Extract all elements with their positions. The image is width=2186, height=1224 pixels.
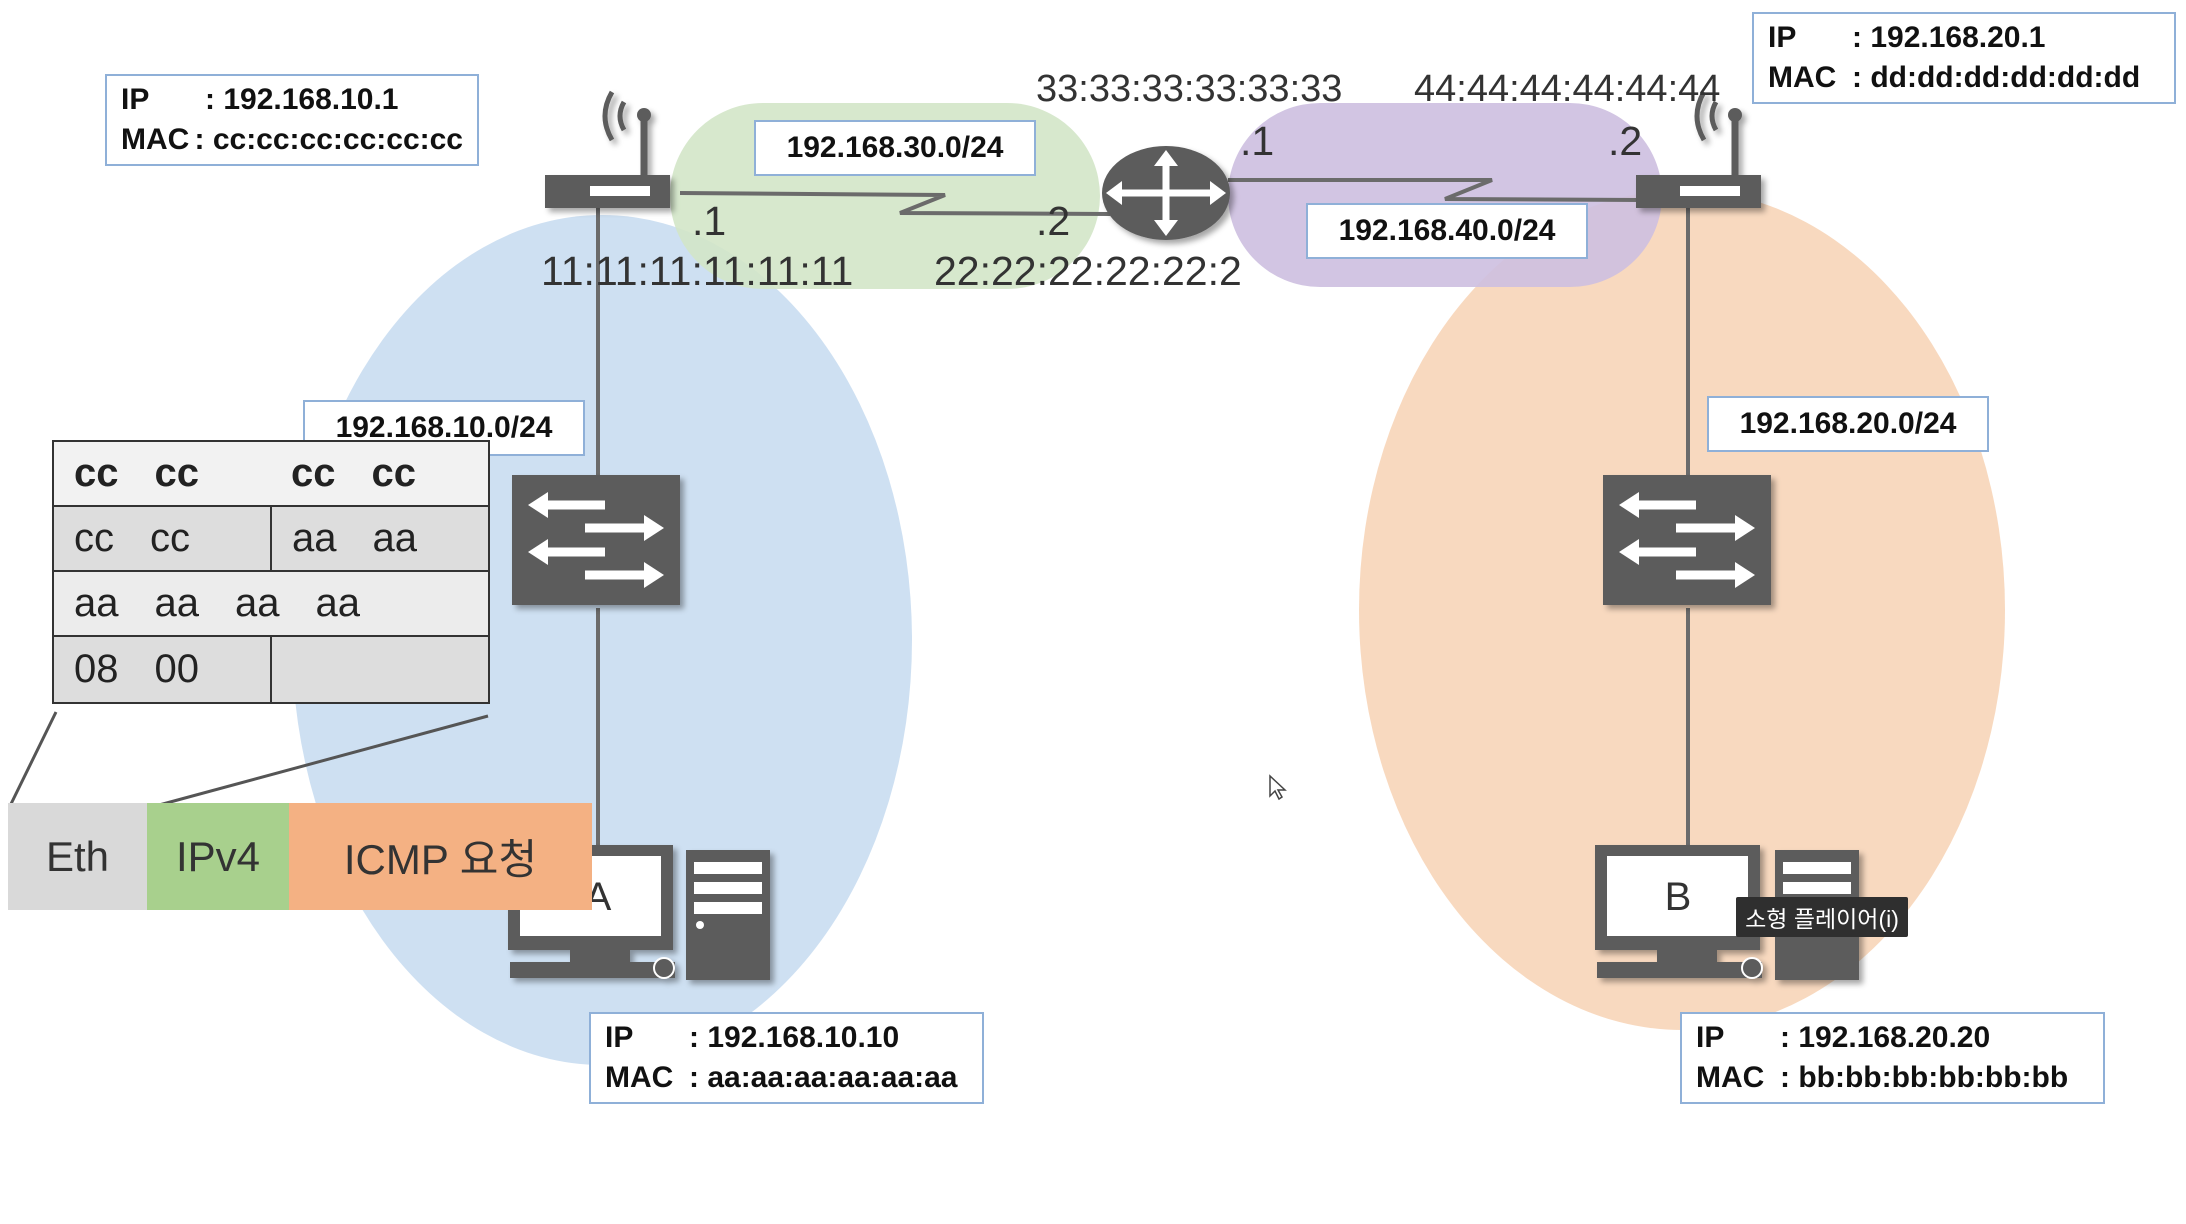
router-left-ip: : 192.168.10.1 — [205, 83, 399, 116]
serial-link-right — [1228, 178, 1641, 202]
interface-right-router-wan: .2 — [1608, 118, 1643, 164]
byte: cc — [74, 451, 119, 495]
serial-link-left — [679, 191, 1111, 216]
frame-callout-lines — [8, 711, 489, 810]
host-a-mac: : aa:aa:aa:aa:aa:aa — [689, 1061, 958, 1094]
network-wan-right-tag: 192.168.40.0/24 — [1306, 203, 1588, 259]
byte: aa — [315, 581, 361, 625]
ip-key: IP — [121, 83, 150, 116]
mouse-cursor-icon — [1269, 774, 1287, 801]
router-right-ip: : 192.168.20.1 — [1852, 21, 2046, 54]
interface-center-router-left: .2 — [1036, 198, 1071, 244]
packet-ipv4-segment: IPv4 — [147, 803, 289, 910]
byte: aa — [154, 581, 200, 625]
router-left-address-box: IP : 192.168.10.1 MAC: cc:cc:cc:cc:cc:cc — [105, 74, 479, 166]
byte: 00 — [154, 647, 200, 691]
host-b-mac: : bb:bb:bb:bb:bb:bb — [1780, 1061, 2069, 1094]
host-a-address-box: IP : 192.168.10.10 MAC : aa:aa:aa:aa:aa:aa — [589, 1012, 984, 1104]
byte: cc — [291, 451, 336, 495]
mini-player-tooltip: 소형 플레이어(i) — [1736, 897, 1908, 937]
mac-key: MAC — [1768, 61, 1837, 94]
mac-center-router-right: 33:33:33:33:33:33 — [1036, 68, 1343, 110]
ip-key: IP — [1768, 21, 1797, 54]
mac-key: MAC — [1696, 1061, 1765, 1094]
host-b-address-box: IP : 192.168.20.20 MAC : bb:bb:bb:bb:bb:bb — [1680, 1012, 2105, 1104]
mac-left-router-wan: 11:11:11:11:11:11 — [541, 248, 854, 294]
mac-right-router-wan: 44:44:44:44:44:44 — [1414, 68, 1721, 110]
byte: aa — [292, 516, 337, 560]
interface-left-router-wan: .1 — [692, 198, 727, 244]
router-left-mac: : cc:cc:cc:cc:cc:cc — [194, 123, 464, 156]
wan-right-area — [1228, 103, 1662, 287]
byte: aa — [235, 581, 280, 625]
ip-key: IP — [1696, 1021, 1725, 1054]
mac-key: MAC — [605, 1061, 674, 1094]
host-b-ip: : 192.168.20.20 — [1780, 1021, 1991, 1054]
ip-key: IP — [605, 1021, 634, 1054]
interface-center-router-right: .1 — [1240, 118, 1275, 164]
switch-left-icon — [512, 475, 680, 605]
byte: aa — [372, 516, 418, 560]
packet-icmp-segment: ICMP 요청 — [289, 803, 592, 910]
packet-eth-segment: Eth — [8, 803, 147, 910]
byte: 08 — [74, 647, 119, 691]
byte-cell: 08 00 — [54, 637, 270, 702]
host-a-ip: : 192.168.10.10 — [689, 1021, 900, 1054]
host-b-computer-icon — [1595, 845, 1859, 980]
byte: aa — [74, 581, 119, 625]
links — [596, 178, 1690, 860]
router-right-address-box: IP : 192.168.20.1 MAC : dd:dd:dd:dd:dd:dd — [1752, 12, 2176, 104]
mac-center-router-left: 22:22:22:22:22:2 — [934, 248, 1242, 294]
network-lan-right-tag: 192.168.20.0/24 — [1707, 396, 1989, 452]
router-right-icon — [1636, 90, 1761, 208]
byte: cc — [74, 516, 114, 560]
switch-right-icon — [1603, 475, 1771, 605]
router-center-icon — [1102, 146, 1230, 240]
host-b-label: B — [1665, 875, 1692, 919]
ethertype-row: 08 00 — [54, 637, 488, 702]
empty-cell — [270, 637, 488, 702]
byte: cc — [154, 451, 200, 495]
packet-structure: Eth IPv4 ICMP 요청 — [8, 803, 592, 910]
byte: cc — [371, 451, 417, 495]
router-left-icon — [545, 90, 670, 208]
mac-key: MAC — [121, 123, 190, 156]
byte: cc — [150, 516, 190, 560]
router-right-mac: : dd:dd:dd:dd:dd:dd — [1852, 61, 2141, 94]
network-wan-left-tag: 192.168.30.0/24 — [754, 120, 1036, 176]
